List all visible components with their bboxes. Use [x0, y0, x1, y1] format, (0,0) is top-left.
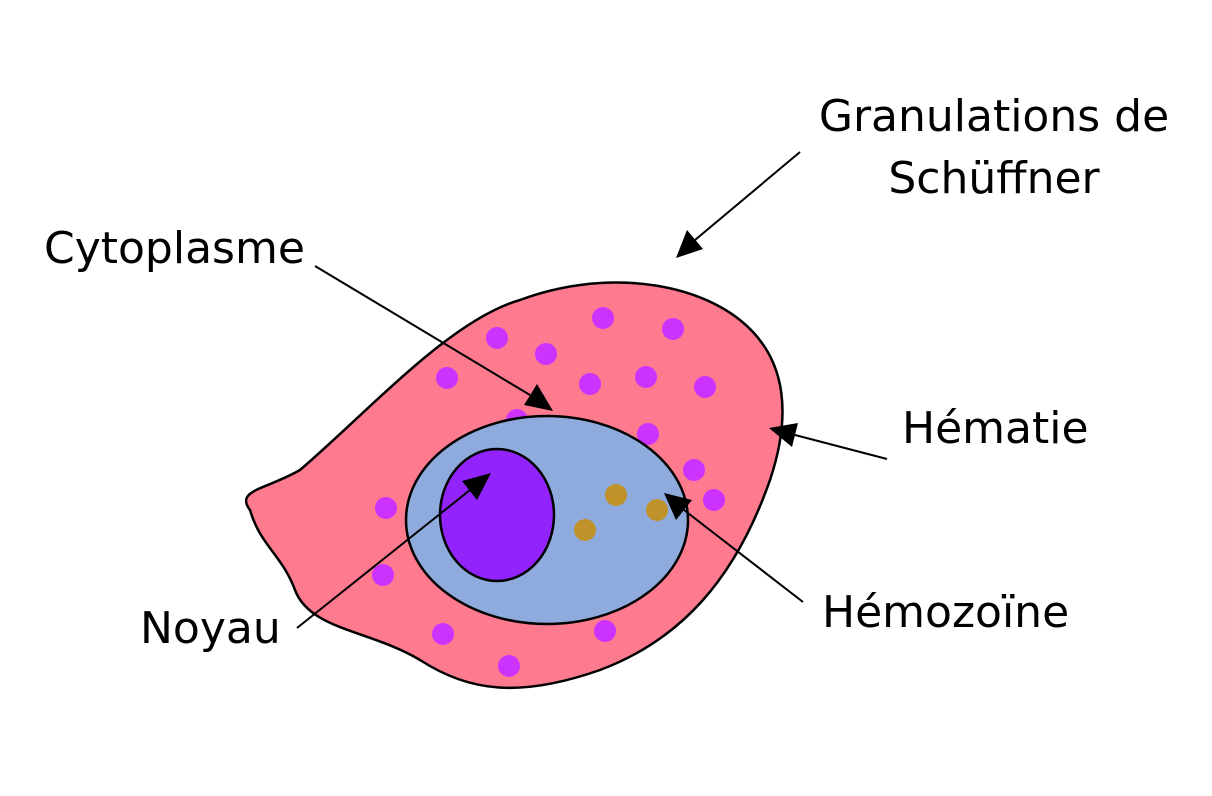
- granule: [432, 623, 454, 645]
- granule: [594, 620, 616, 642]
- label-granulations: Granulations de Schüffner: [818, 91, 1170, 204]
- granule: [375, 497, 397, 519]
- granule: [662, 318, 684, 340]
- granule: [635, 366, 657, 388]
- leader-granulations: [694, 151, 801, 241]
- granule: [683, 459, 705, 481]
- label-hematie: Hématie: [902, 403, 1089, 454]
- label-hemozoine: Hémozoïne: [822, 587, 1070, 638]
- leader-cytoplasme: [314, 265, 531, 396]
- arrowhead-hematie: [769, 423, 798, 447]
- granule: [535, 343, 557, 365]
- granule: [372, 564, 394, 586]
- granule: [637, 423, 659, 445]
- granule: [579, 373, 601, 395]
- granule: [436, 367, 458, 389]
- arrowhead-noyau: [462, 473, 491, 500]
- leader-hematie: [794, 434, 888, 460]
- label-noyau: Noyau: [140, 603, 281, 654]
- label-cytoplasme: Cytoplasme: [44, 223, 305, 274]
- leader-noyau: [296, 489, 471, 629]
- granule: [498, 655, 520, 677]
- arrowhead-granulations: [676, 230, 703, 258]
- hemozoin-pigments: [574, 484, 668, 541]
- hemozoin-dot: [574, 519, 596, 541]
- arrowhead-hemozoine: [664, 493, 692, 520]
- hemozoin-dot: [605, 484, 627, 506]
- nucleus-shape: [438, 447, 556, 583]
- granule: [592, 307, 614, 329]
- granule: [703, 489, 725, 511]
- hemozoin-dot: [646, 499, 668, 521]
- arrowhead-cytoplasme: [524, 384, 553, 411]
- schuffner-granulations: [372, 307, 725, 677]
- granule: [694, 376, 716, 398]
- granule: [486, 327, 508, 349]
- leader-hemozoine: [683, 509, 804, 603]
